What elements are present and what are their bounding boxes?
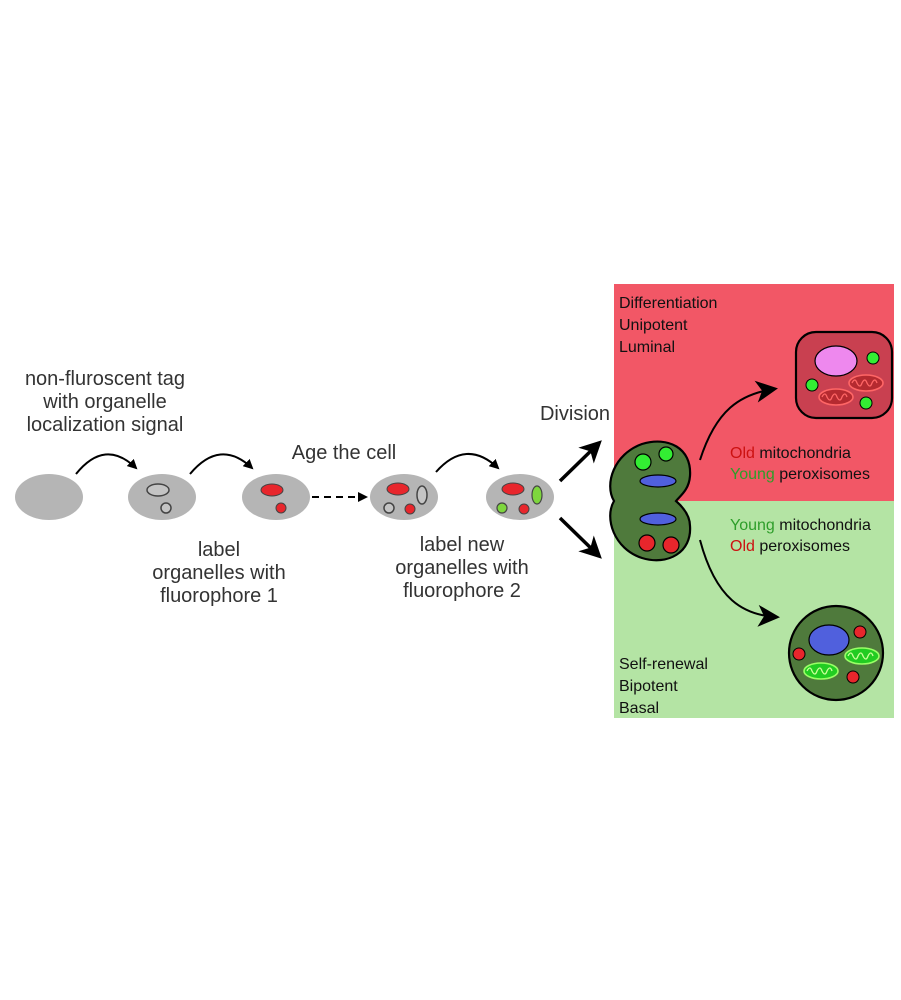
label1-line3: fluorophore 1 xyxy=(160,585,278,607)
green-organelle xyxy=(531,485,543,505)
arrow-to-basal xyxy=(699,539,780,627)
old-word: Old xyxy=(730,538,755,555)
cell-empty xyxy=(15,474,83,520)
luminal-cell xyxy=(794,330,894,420)
tag-label-line3: localization signal xyxy=(27,414,184,436)
young-peroxisome xyxy=(866,351,880,365)
division-arrow-up xyxy=(558,440,602,483)
top-panel-line3: Luminal xyxy=(619,339,675,356)
curved-arrow-3 xyxy=(435,452,500,473)
red-organelle xyxy=(501,482,525,496)
label2-line1: label new xyxy=(420,534,505,556)
curved-arrow-1 xyxy=(75,453,138,475)
young-peroxisome xyxy=(658,446,674,462)
cell-labeled-fluorophore-2 xyxy=(486,474,554,520)
young-word: Young xyxy=(730,517,775,534)
red-organelle xyxy=(260,483,284,497)
young-peroxisome xyxy=(634,453,652,471)
organelle-outline xyxy=(160,502,172,514)
old-peroxisome xyxy=(792,647,806,661)
bottom-panel-line1: Self-renewal xyxy=(619,656,708,673)
bottom-status-mito: Young mitochondria xyxy=(730,517,871,534)
new-organelle-outline xyxy=(383,502,395,514)
red-organelle xyxy=(518,503,530,515)
cell-labeled-fluorophore-1 xyxy=(242,474,310,520)
new-organelle-outline xyxy=(416,485,428,505)
nucleus-blue xyxy=(639,474,677,488)
nucleus-pink xyxy=(814,345,858,377)
old-peroxisome xyxy=(638,534,656,552)
arrow-to-luminal xyxy=(699,380,778,461)
young-peroxisome xyxy=(805,378,819,392)
tag-label-line1: non-fluroscent tag xyxy=(25,368,185,390)
division-label: Division xyxy=(540,403,610,425)
bottom-panel-line2: Bipotent xyxy=(619,678,678,695)
young-word: Young xyxy=(730,466,775,483)
red-organelle xyxy=(386,482,410,496)
organelle-outline xyxy=(146,483,170,497)
old-peroxisome xyxy=(662,536,680,554)
label1-line2: organelles with xyxy=(152,562,285,584)
young-peroxisome xyxy=(859,396,873,410)
top-panel-line2: Unipotent xyxy=(619,317,688,334)
old-word: Old xyxy=(730,445,755,462)
mito-word: mitochondria xyxy=(755,445,851,462)
red-organelle xyxy=(275,502,287,514)
young-mitochondrion xyxy=(844,647,880,665)
age-label: Age the cell xyxy=(292,442,397,464)
tag-label-line2: with organelle xyxy=(42,391,166,413)
label1-line1: label xyxy=(198,539,240,561)
top-status-mito: Old mitochondria xyxy=(730,445,851,462)
perox-word: peroxisomes xyxy=(755,538,850,555)
nucleus-blue xyxy=(808,624,850,656)
young-mitochondrion xyxy=(803,662,839,680)
label2-line3: fluorophore 2 xyxy=(403,580,521,602)
old-mitochondrion xyxy=(848,374,884,392)
cell-tagged xyxy=(128,474,196,520)
perox-word: peroxisomes xyxy=(775,466,870,483)
old-peroxisome xyxy=(846,670,860,684)
basal-cell xyxy=(787,604,885,702)
nucleus-blue xyxy=(639,512,677,526)
curved-arrow-2 xyxy=(189,453,254,475)
bottom-panel-line3: Basal xyxy=(619,700,659,717)
old-peroxisome xyxy=(853,625,867,639)
cell-aged xyxy=(370,474,438,520)
green-organelle xyxy=(496,502,508,514)
label2-line2: organelles with xyxy=(395,557,528,579)
mito-word: mitochondria xyxy=(775,517,871,534)
top-status-perox: Young peroxisomes xyxy=(730,466,870,483)
top-panel-line1: Differentiation xyxy=(619,295,717,312)
division-arrow-down xyxy=(558,516,602,559)
bottom-status-perox: Old peroxisomes xyxy=(730,538,850,555)
old-mitochondrion xyxy=(818,388,854,406)
dividing-cell xyxy=(609,440,692,562)
red-organelle xyxy=(404,503,416,515)
